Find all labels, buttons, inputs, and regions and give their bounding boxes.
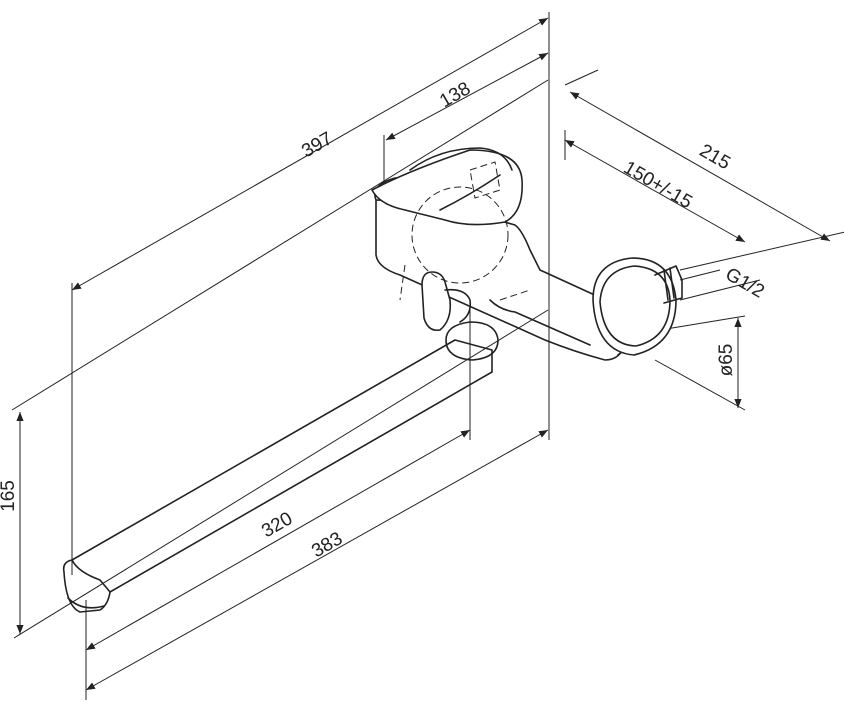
dim-spout-to-handle: 138 bbox=[436, 78, 474, 112]
dim-spout-length: 383 bbox=[308, 528, 346, 562]
dimension-lines bbox=[16, 17, 831, 691]
dim-center-distance: 150+/-15 bbox=[620, 157, 696, 213]
dim-total-depth: 215 bbox=[696, 140, 734, 174]
dim-height: 165 bbox=[0, 480, 19, 512]
dim-thread: G1/2 bbox=[722, 264, 768, 303]
dim-spout-reach: 320 bbox=[258, 508, 296, 542]
dim-flange-diameter: ø65 bbox=[716, 344, 737, 377]
faucet-body bbox=[62, 147, 683, 613]
